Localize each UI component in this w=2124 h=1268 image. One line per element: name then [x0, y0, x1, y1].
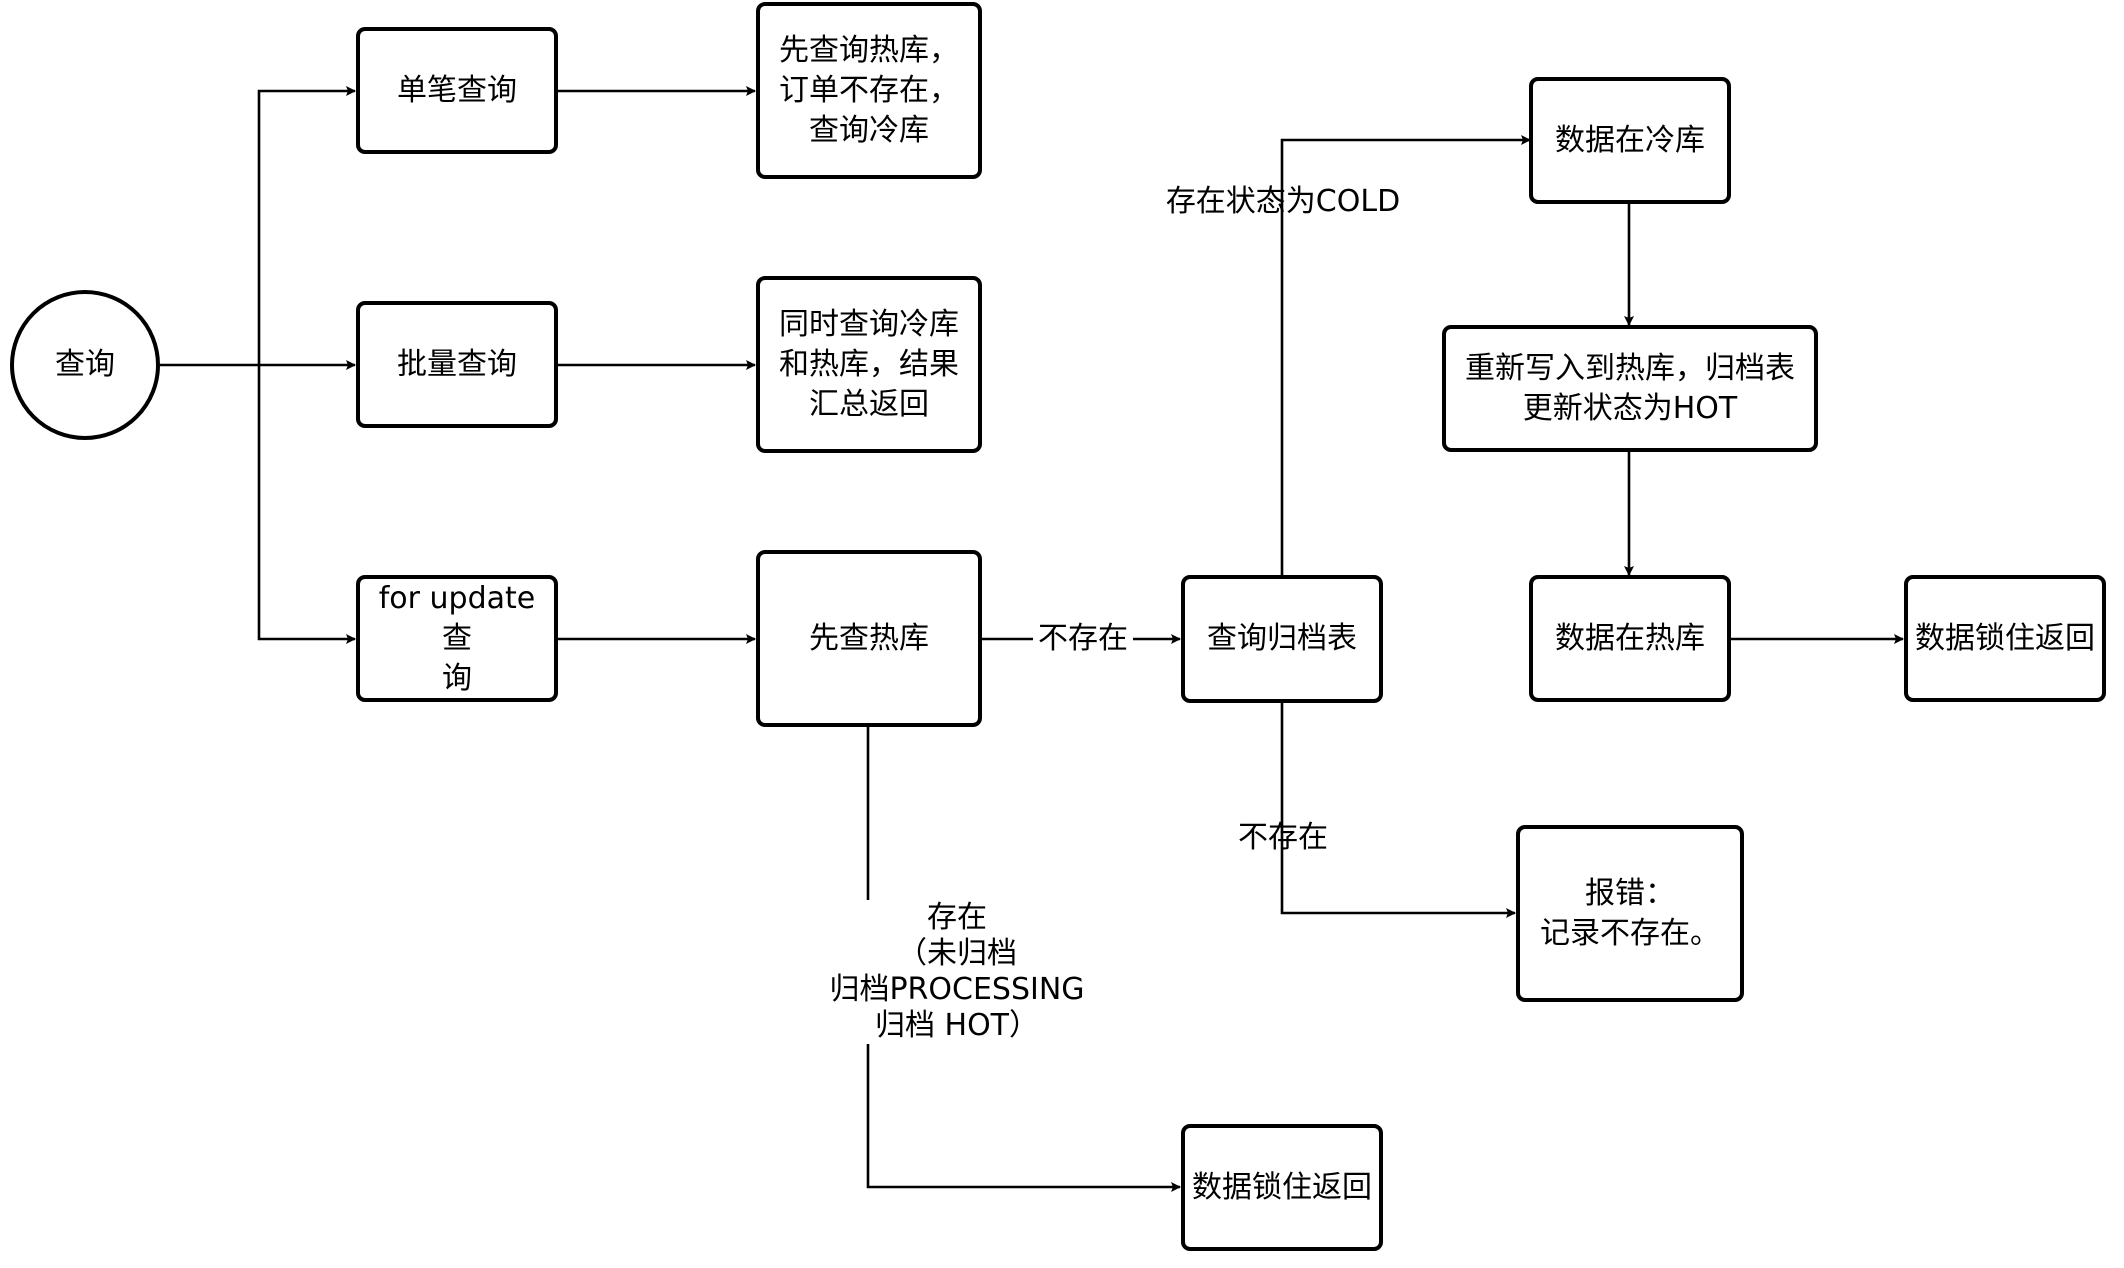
batch-result-label: 同时查询冷库 和热库，结果 汇总返回 [779, 306, 959, 422]
for-update-query-label: for update 查 询 [378, 580, 536, 696]
data-in-cold-node: 数据在冷库 [1529, 77, 1731, 204]
single-result-node: 先查询热库， 订单不存在， 查询冷库 [756, 2, 982, 179]
data-in-hot-node: 数据在热库 [1529, 575, 1731, 702]
check-hot-label: 先查热库 [809, 620, 929, 656]
edge-start-forupdate [257, 365, 356, 644]
single-query-label: 单笔查询 [397, 72, 517, 108]
batch-result-node: 同时查询冷库 和热库，结果 汇总返回 [756, 276, 982, 453]
edge-label-not-exist-hot: 不存在 [1033, 621, 1133, 657]
rewrite-hot-label: 重新写入到热库，归档表 更新状态为HOT [1465, 350, 1795, 426]
edge-label-not-exist-archive: 不存在 [1238, 820, 1328, 855]
error-label: 报错： 记录不存在。 [1540, 875, 1720, 951]
rewrite-hot-node: 重新写入到热库，归档表 更新状态为HOT [1442, 325, 1818, 452]
lock-return-bottom-node: 数据锁住返回 [1181, 1124, 1383, 1251]
lock-return-bottom-label: 数据锁住返回 [1192, 1169, 1372, 1205]
edge-start-single [257, 86, 356, 365]
edge-label-exist-cold: 存在状态为COLD [1165, 184, 1401, 219]
start-node: 查询 [10, 290, 160, 440]
lock-return-right-label: 数据锁住返回 [1915, 620, 2095, 656]
for-update-query-node: for update 查 询 [356, 575, 558, 702]
query-archive-label: 查询归档表 [1207, 621, 1357, 656]
error-node: 报错： 记录不存在。 [1516, 825, 1744, 1002]
query-archive-node: 查询归档表 [1181, 575, 1383, 703]
single-result-label: 先查询热库， 订单不存在， 查询冷库 [779, 32, 959, 148]
single-query-node: 单笔查询 [356, 27, 558, 154]
edge-archive-error [1280, 703, 1516, 918]
start-node-label: 查询 [55, 347, 115, 382]
edge-archive-cold [1280, 135, 1531, 575]
check-hot-node: 先查热库 [756, 550, 982, 727]
data-in-hot-label: 数据在热库 [1555, 620, 1705, 656]
data-in-cold-label: 数据在冷库 [1555, 122, 1705, 158]
edge-label-exist-states: 存在 （未归档 归档PROCESSING 归档 HOT） [822, 900, 1092, 1044]
edge-hot-lockbottom [866, 727, 1181, 1192]
lock-return-right-node: 数据锁住返回 [1904, 575, 2106, 702]
batch-query-label: 批量查询 [397, 346, 517, 382]
batch-query-node: 批量查询 [356, 301, 558, 428]
